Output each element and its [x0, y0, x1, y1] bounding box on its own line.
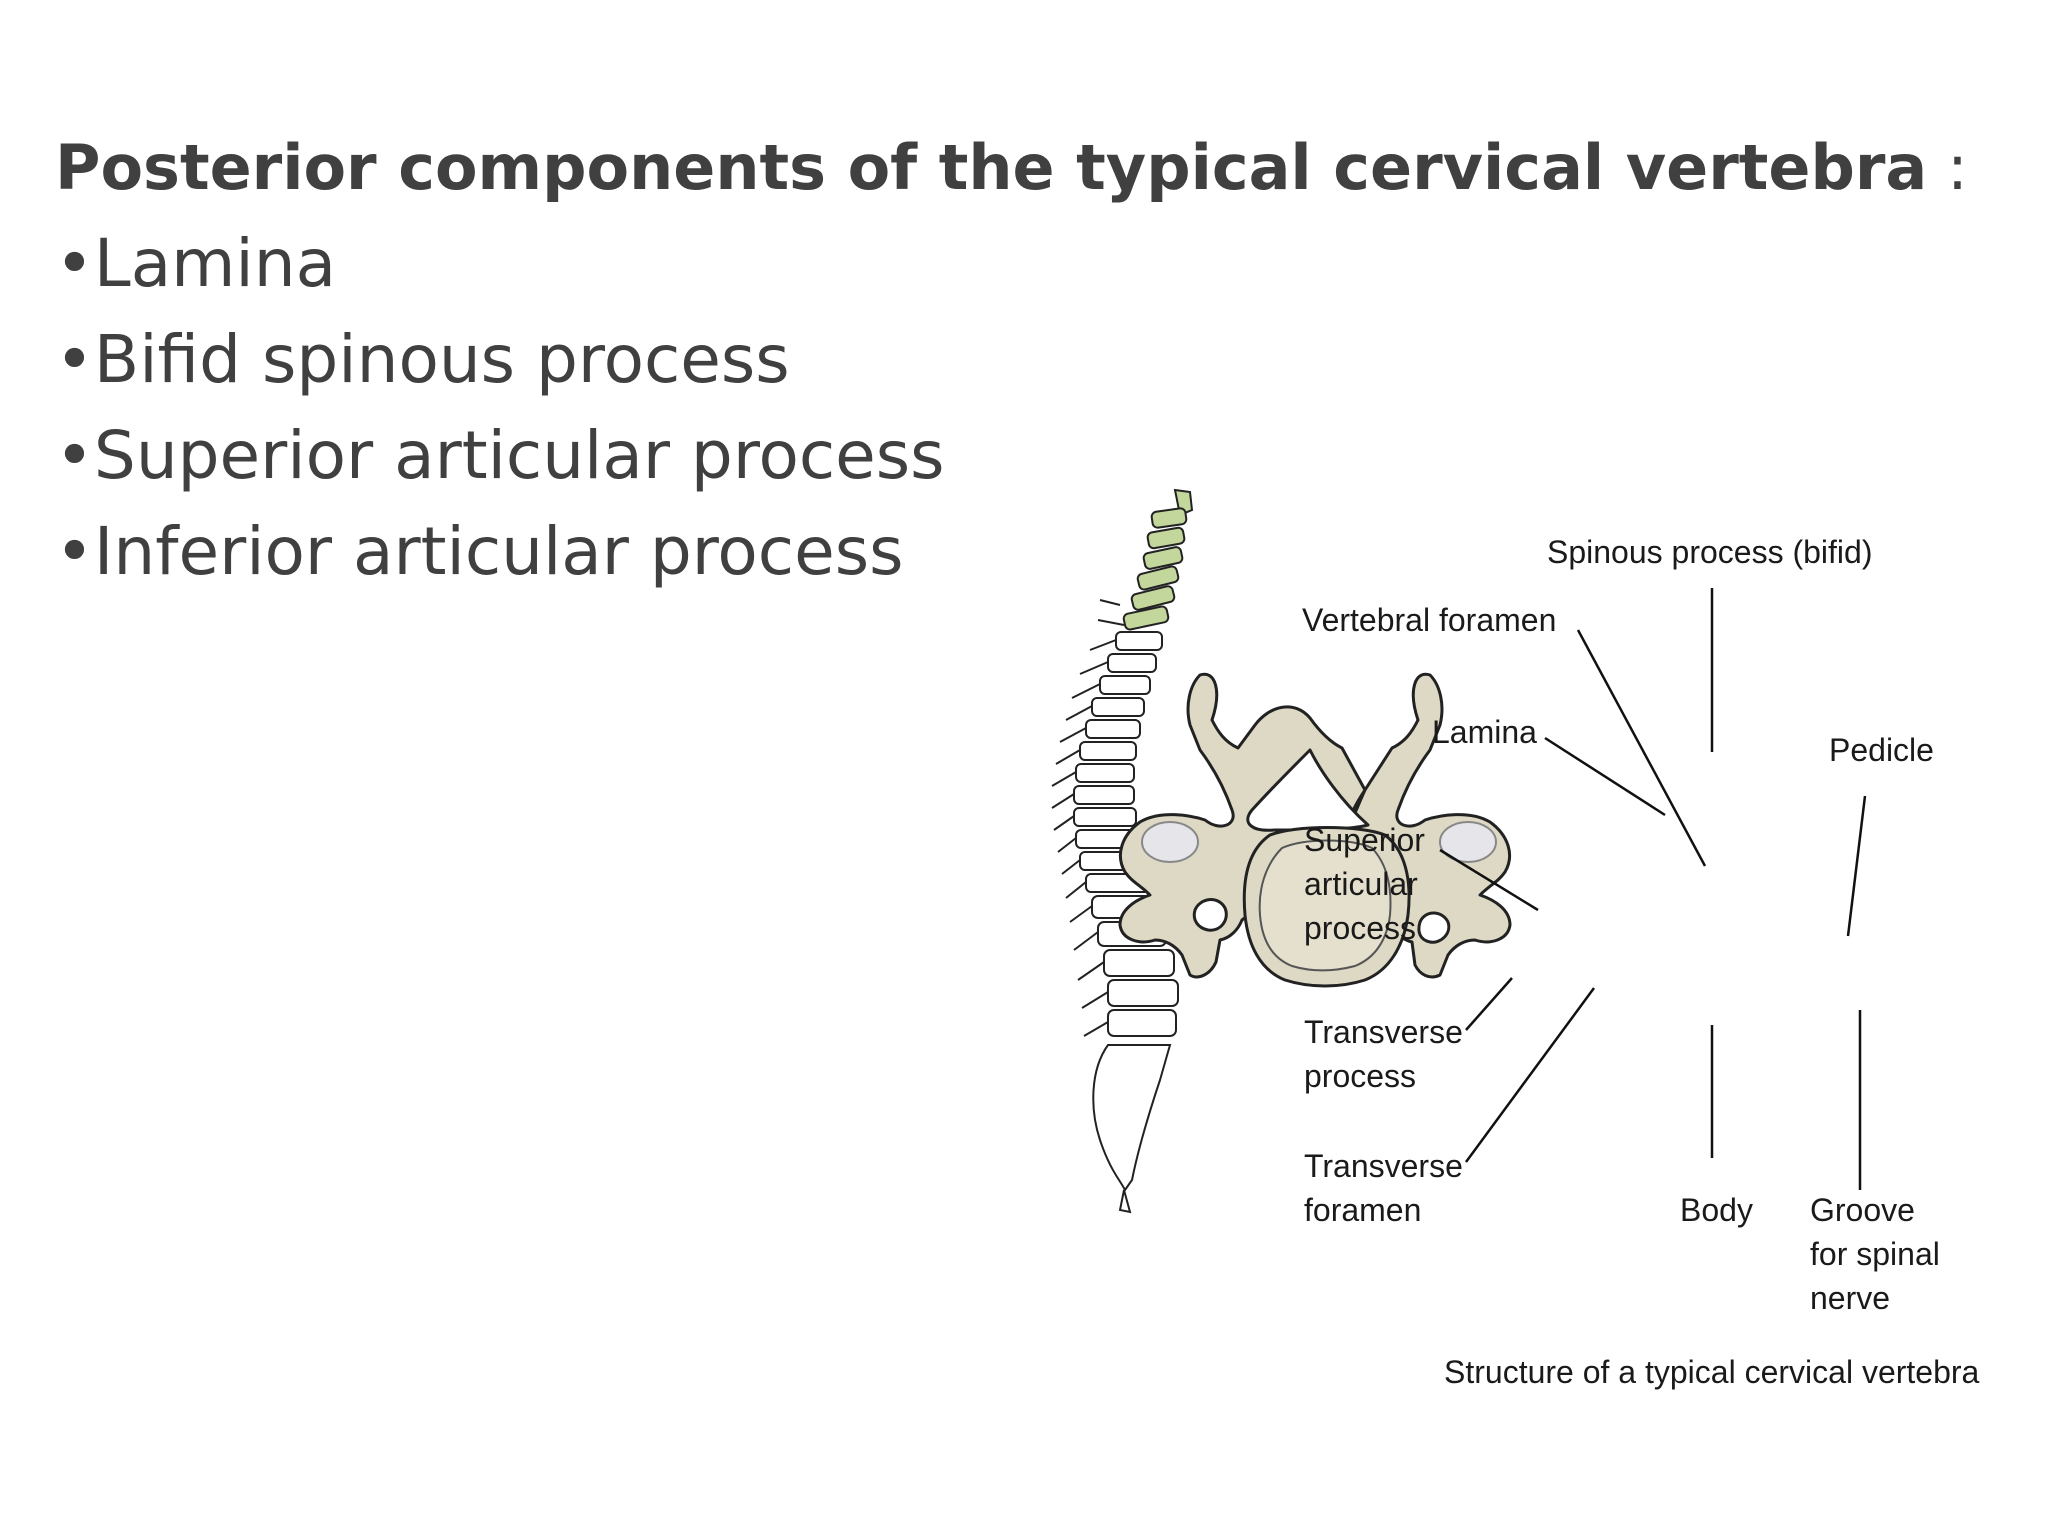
- bullet-item-spinous-process: •Bifid spinous process: [55, 321, 790, 398]
- vertebral-foramen-shape: [1246, 748, 1370, 832]
- figure-illustration: [1051, 488, 1867, 1214]
- label-groove-spinal-nerve: Groove for spinal nerve: [1810, 1192, 1940, 1316]
- label-transverse-process: Transverse process: [1304, 1014, 1463, 1094]
- right-articular-facet: [1439, 821, 1497, 863]
- label-superior-articular-process: Superior articular process: [1304, 822, 1425, 946]
- cervical-vertebra-icon: [1118, 672, 1512, 988]
- right-transverse-foramen: [1417, 911, 1451, 944]
- label-lamina: Lamina: [1432, 714, 1537, 750]
- label-pedicle: Pedicle: [1829, 732, 1934, 768]
- bullet-item-lamina: •Lamina: [55, 225, 337, 302]
- label-spinous-process: Spinous process (bifid): [1547, 534, 1873, 570]
- label-vertebral-foramen: Vertebral foramen: [1302, 602, 1557, 638]
- label-transverse-foramen: Transverse foramen: [1304, 1148, 1463, 1228]
- left-transverse-foramen: [1192, 898, 1228, 932]
- heading-text: Posterior components of the typical cerv…: [55, 131, 1928, 204]
- bullet-item-superior-articular: •Superior articular process: [55, 417, 945, 494]
- figure-caption: Structure of a typical cervical vertebra: [1444, 1354, 1980, 1390]
- spinous-processes: [1051, 639, 1117, 1037]
- label-body: Body: [1680, 1192, 1753, 1228]
- bullet-item-inferior-articular: •Inferior articular process: [55, 513, 904, 590]
- vertebral-column-icon: [1051, 488, 1194, 1214]
- cervical-segment: [1097, 488, 1194, 631]
- thoracic-lumbar-segments: [1073, 631, 1179, 1214]
- leader-lines: [1439, 588, 1867, 1190]
- heading-colon: :: [1946, 131, 1968, 204]
- vertebra-figure: Spinous process (bifid) Vertebral forame…: [1020, 470, 2020, 1470]
- slide-text: Posterior components of the typical cerv…: [55, 120, 1968, 600]
- slide-heading: Posterior components of the typical cerv…: [55, 120, 1968, 216]
- left-articular-facet: [1141, 821, 1199, 863]
- body-surface: [1258, 839, 1392, 972]
- bullet-list: •Lamina •Bifid spinous process •Superior…: [55, 216, 1955, 600]
